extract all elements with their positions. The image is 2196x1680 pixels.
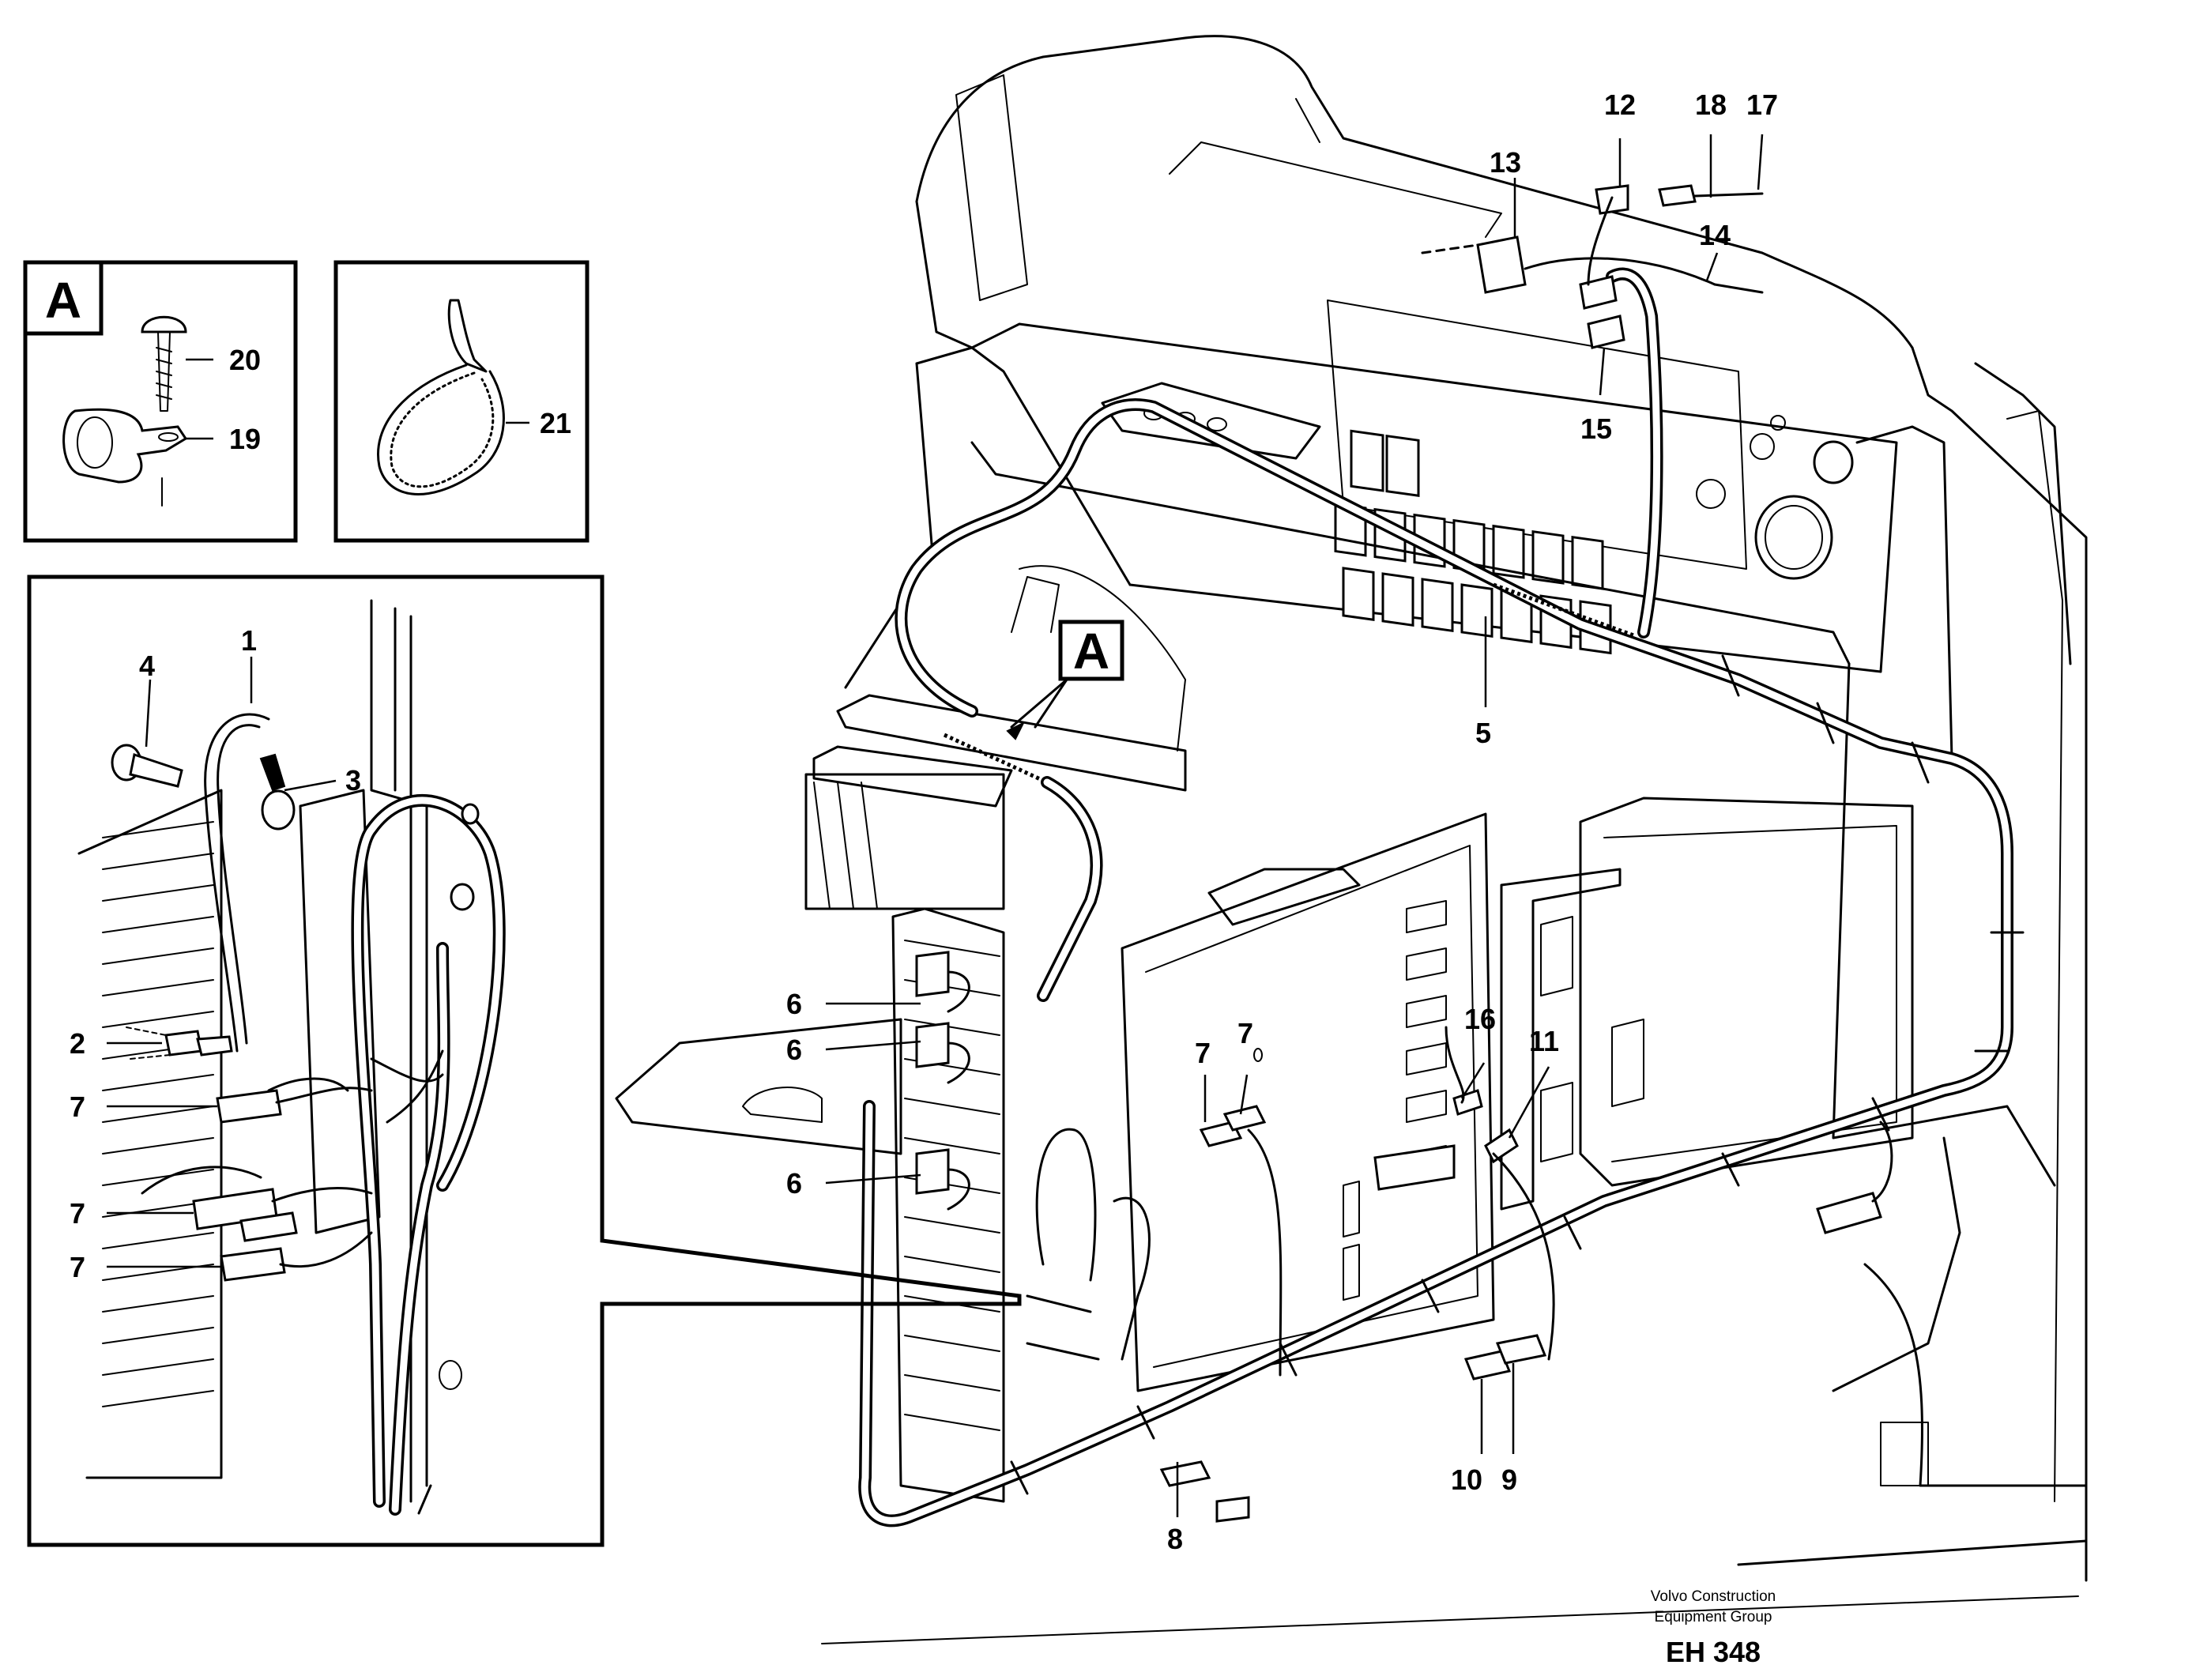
callout-17: 17	[1746, 89, 1778, 121]
callout-11: 11	[1529, 1025, 1559, 1057]
view-a-letter: A	[1073, 623, 1109, 680]
callout-7-e: 7	[1237, 1017, 1253, 1049]
callout-14: 14	[1699, 219, 1731, 251]
credit-line-1: Volvo Construction	[1651, 1588, 1776, 1605]
callout-10: 10	[1451, 1463, 1482, 1496]
callout-16: 16	[1464, 1003, 1496, 1035]
callout-5: 5	[1475, 717, 1491, 749]
callout-6-c: 6	[786, 1167, 802, 1200]
callout-6-a: 6	[786, 988, 802, 1020]
callout-12: 12	[1604, 89, 1636, 121]
cable-tie-box	[333, 260, 589, 543]
callout-6-b: 6	[786, 1034, 802, 1066]
credit-block: Volvo Construction Equipment Group EH 34…	[1651, 1588, 1776, 1668]
leader-lines	[107, 134, 1764, 1517]
detail-a-box	[23, 260, 298, 543]
detail-a-letter: A	[45, 272, 81, 329]
callout-3: 3	[345, 764, 361, 797]
main-harness	[858, 184, 2025, 1527]
credit-line-2: Equipment Group	[1655, 1609, 1772, 1625]
callout-21: 21	[540, 407, 571, 439]
callout-9: 9	[1501, 1463, 1517, 1496]
callout-labels: A A 20 19 21 1 4 3 2 7 7 7 6 6 6 7 7 16 …	[45, 89, 1778, 1555]
document-number: EH 348	[1666, 1636, 1761, 1668]
instrument-gauges	[1696, 415, 1854, 580]
callout-1: 1	[241, 624, 257, 657]
callout-7-a: 7	[70, 1090, 85, 1123]
callout-7-c: 7	[70, 1251, 85, 1283]
callout-15: 15	[1580, 412, 1612, 445]
callout-13: 13	[1490, 146, 1521, 179]
callout-7-b: 7	[70, 1197, 85, 1230]
callout-20: 20	[229, 344, 261, 376]
detail-view-box	[27, 574, 1022, 1547]
callout-4: 4	[139, 650, 155, 682]
callout-19: 19	[229, 423, 261, 455]
main-assembly-outline	[615, 35, 2088, 1644]
callout-2: 2	[70, 1027, 85, 1060]
view-a-pointer	[1006, 620, 1124, 740]
callout-18: 18	[1695, 89, 1727, 121]
callout-7-d: 7	[1195, 1037, 1211, 1069]
callout-8: 8	[1167, 1523, 1183, 1555]
